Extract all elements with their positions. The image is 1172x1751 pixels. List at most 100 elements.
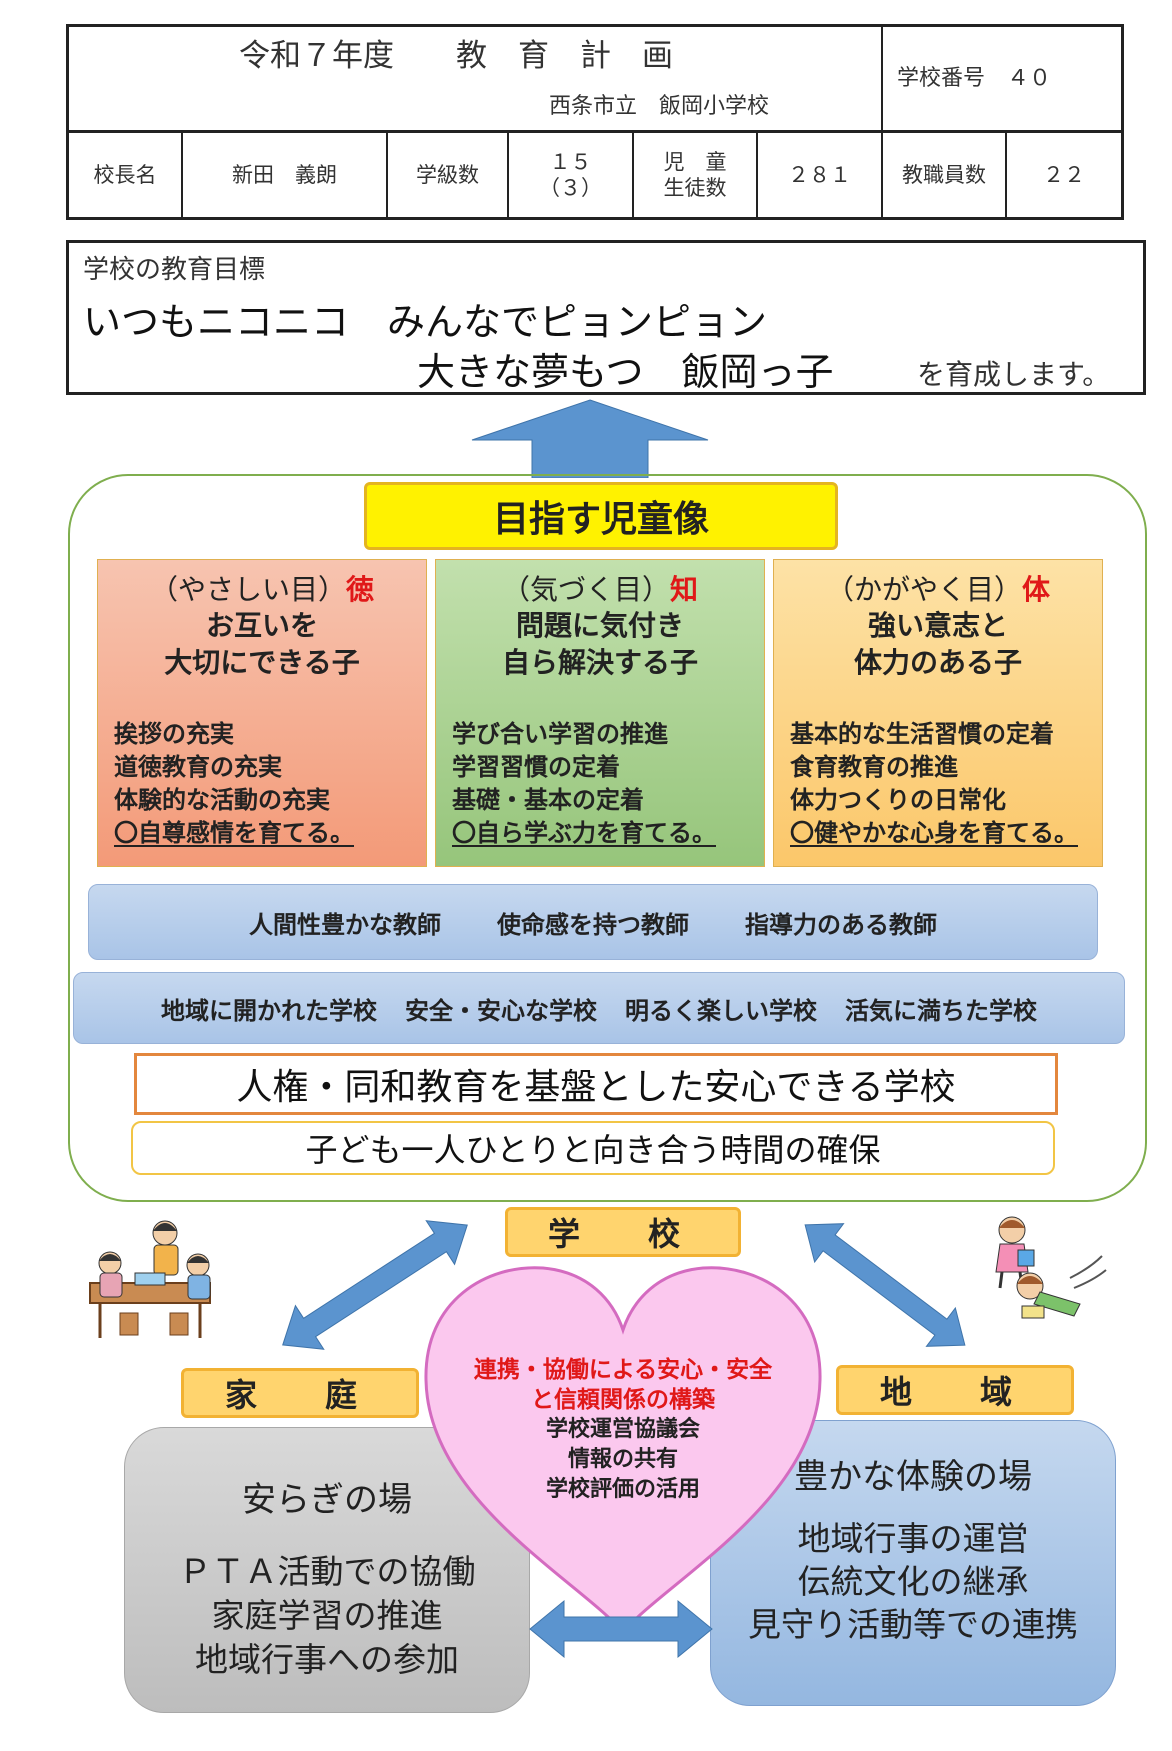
header-col-divider	[756, 130, 758, 217]
classes-label: 学級数	[416, 162, 479, 187]
list-item: 〇自ら学ぶ力を育てる。	[452, 819, 716, 847]
up-arrow-icon	[471, 399, 709, 478]
list-item: 体力つくりの日常化	[790, 786, 1006, 814]
school-item: 安全・安心な学校	[405, 996, 597, 1025]
home-community-arrow-icon	[529, 1599, 713, 1659]
header-col-divider	[386, 130, 388, 217]
heart-content: 連携・協働による安心・安全 と信頼関係の構築 学校運営協議会 情報の共有 学校評…	[440, 1355, 806, 1505]
heart-icon	[424, 1266, 822, 1635]
staff-value: ２２	[1043, 162, 1085, 187]
home-label: 家 庭	[181, 1368, 419, 1418]
header-col-divider	[507, 130, 509, 217]
classes-value: １５	[549, 149, 592, 174]
pillar-virtue-head1: お互いを	[205, 609, 318, 643]
school-label: 学 校	[505, 1207, 741, 1257]
list-item: 学校運営協議会	[545, 1417, 700, 1442]
staff-label: 教職員数	[902, 162, 986, 187]
pillar-wisdom-list: 学び合い学習の推進 学習習慣の定着 基礎・基本の定着 〇自ら学ぶ力を育てる。	[452, 718, 748, 850]
pillar-body-head2: 体力のある子	[853, 645, 1022, 679]
main-frame	[68, 474, 1147, 1202]
pillar-body-eye: （かがやく目）	[825, 573, 1022, 606]
time-box: 子ども一人ひとりと向き合う時間の確保	[131, 1121, 1055, 1175]
cleaning-illustration-icon	[995, 1216, 1107, 1319]
classes-special: （３）	[539, 176, 602, 200]
pillar-body-tag: 体	[1022, 573, 1051, 606]
header-col-divider	[1005, 130, 1007, 217]
principal-label: 校長名	[93, 162, 157, 187]
community-label: 地 域	[836, 1365, 1074, 1415]
list-item: 学校評価の活用	[545, 1477, 700, 1502]
community-title: 豊かな体験の場	[794, 1457, 1032, 1497]
plan-title: 令和７年度 教 育 計 画	[239, 37, 673, 74]
teacher-item: 人間性豊かな教師	[249, 910, 441, 939]
school-name: 西条市立 飯岡小学校	[548, 94, 769, 120]
pillar-virtue-head: （やさしい目）徳 お互いを 大切にできる子	[114, 572, 410, 681]
school-bar: 地域に開かれた学校 安全・安心な学校 明るく楽しい学校 活気に満ちた学校	[73, 972, 1125, 1044]
header-row-divider	[69, 130, 1121, 133]
pillar-virtue: （やさしい目）徳 お互いを 大切にできる子 挨拶の充実 道徳教育の充実 体験的な…	[97, 559, 427, 867]
list-item: 伝統文化の継承	[797, 1562, 1029, 1601]
list-item: 基本的な生活習慣の定着	[790, 720, 1054, 748]
goal-line1: いつもニコニコ みんなでピョンピョン	[83, 300, 768, 344]
pillar-wisdom: （気づく目）知 問題に気付き 自ら解決する子 学び合い学習の推進 学習習慣の定着…	[435, 559, 765, 867]
pillar-wisdom-tag: 知	[670, 573, 699, 606]
pillar-wisdom-head: （気づく目）知 問題に気付き 自ら解決する子	[452, 572, 748, 681]
school-community-arrow-icon	[804, 1223, 966, 1347]
teacher-bar: 人間性豊かな教師 使命感を持つ教師 指導力のある教師	[88, 884, 1098, 960]
teacher-item: 指導力のある教師	[745, 910, 937, 939]
pillar-wisdom-eye: （気づく目）	[501, 573, 670, 606]
school-number: 学校番号 ４０	[897, 65, 1052, 91]
pillar-wisdom-head2: 自ら解決する子	[501, 645, 698, 679]
classroom-illustration-icon	[89, 1220, 211, 1338]
school-home-arrow-icon	[282, 1220, 468, 1350]
goal-suffix: を育成します。	[917, 358, 1111, 391]
header-col-divider	[881, 27, 883, 217]
list-item: 〇自尊感情を育てる。	[114, 819, 354, 847]
list-item: 情報の共有	[567, 1447, 678, 1472]
list-item: 体験的な活動の充実	[114, 786, 330, 814]
list-item: 食育教育の推進	[790, 753, 958, 781]
goal-line2: 大きな夢もつ 飯岡っ子	[417, 350, 834, 394]
principal-name: 新田 義朗	[232, 162, 337, 187]
classes-cell: １５ （３）	[509, 133, 632, 217]
ideal-child-title: 目指す児童像	[364, 482, 838, 550]
list-item: 地域行事の運営	[797, 1519, 1029, 1558]
list-item: 学習習慣の定着	[452, 753, 620, 781]
goal-label: 学校の教育目標	[83, 255, 266, 285]
list-item: 基礎・基本の定着	[452, 786, 644, 814]
students-value: ２８１	[788, 162, 851, 187]
header-table: 令和７年度 教 育 計 画 西条市立 飯岡小学校 学校番号 ４０ 校長名 新田 …	[66, 24, 1124, 220]
header-col-divider	[632, 130, 634, 217]
list-item: ＰＴＡ活動での協働	[178, 1552, 476, 1591]
community-list: 地域行事の運営 伝統文化の継承 見守り活動等での連携	[711, 1517, 1115, 1646]
pillar-body-list: 基本的な生活習慣の定着 食育教育の推進 体力つくりの日常化 〇健やかな心身を育て…	[790, 718, 1086, 850]
pillar-body-head: （かがやく目）体 強い意志と 体力のある子	[790, 572, 1086, 681]
list-item: 家庭学習の推進	[211, 1596, 443, 1635]
pillar-virtue-head2: 大切にできる子	[164, 645, 360, 679]
students-label-line1: 児 童	[663, 149, 727, 174]
pillar-wisdom-head1: 問題に気付き	[515, 609, 684, 643]
list-item: 〇健やかな心身を育てる。	[790, 819, 1078, 847]
pillar-body: （かがやく目）体 強い意志と 体力のある子 基本的な生活習慣の定着 食育教育の推…	[773, 559, 1103, 867]
students-label: 児 童 生徒数	[634, 133, 756, 217]
header-col-divider	[181, 130, 183, 217]
pillar-virtue-tag: 徳	[346, 573, 375, 606]
list-item: 挨拶の充実	[114, 720, 234, 748]
teacher-item: 使命感を持つ教師	[497, 910, 689, 939]
school-item: 明るく楽しい学校	[625, 996, 817, 1025]
school-item: 活気に満ちた学校	[845, 996, 1037, 1025]
heart-title-2: と信頼関係の構築	[531, 1387, 715, 1413]
home-title: 安らぎの場	[242, 1480, 412, 1520]
home-list: ＰＴＡ活動での協働 家庭学習の推進 地域行事への参加	[125, 1550, 529, 1682]
pillar-virtue-eye: （やさしい目）	[149, 573, 346, 606]
education-goal-box: 学校の教育目標 いつもニコニコ みんなでピョンピョン 大きな夢もつ 飯岡っ子 を…	[66, 240, 1146, 395]
students-label-line2: 生徒数	[663, 176, 727, 200]
pillar-body-head1: 強い意志と	[867, 609, 1008, 643]
list-item: 学び合い学習の推進	[452, 720, 668, 748]
list-item: 見守り活動等での連携	[748, 1605, 1078, 1644]
list-item: 地域行事への参加	[195, 1640, 459, 1679]
school-item: 地域に開かれた学校	[161, 996, 377, 1025]
heart-title-1: 連携・協働による安心・安全	[473, 1357, 773, 1383]
pillar-virtue-list: 挨拶の充実 道徳教育の充実 体験的な活動の充実 〇自尊感情を育てる。	[114, 718, 410, 850]
foundation-box: 人権・同和教育を基盤とした安心できる学校	[134, 1053, 1058, 1115]
